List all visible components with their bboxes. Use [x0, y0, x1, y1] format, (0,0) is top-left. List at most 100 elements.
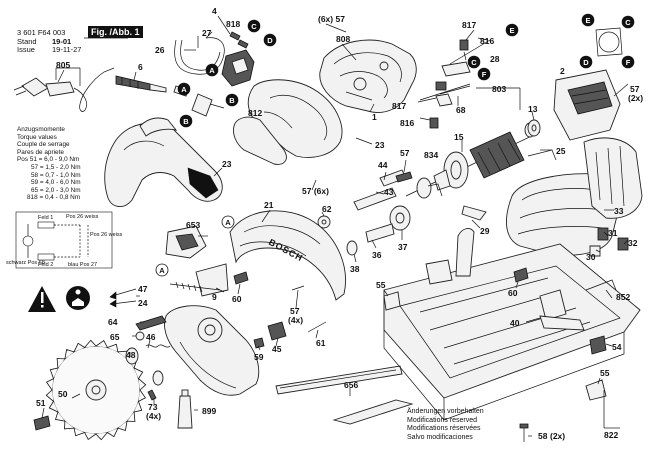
switch — [221, 49, 255, 87]
label-40: 40 — [510, 318, 520, 328]
label-30: 30 — [586, 252, 596, 262]
svg-text:C: C — [625, 18, 631, 27]
label-55-left: 55 — [376, 280, 386, 290]
part-number: 3 601 F64 003 — [17, 28, 66, 37]
grease-tube — [177, 389, 193, 429]
label-36: 36 — [372, 250, 382, 260]
screws-73 — [147, 389, 157, 401]
label-852: 852 — [616, 292, 630, 302]
label-32: 32 — [628, 238, 638, 248]
callout-f: F — [477, 67, 491, 81]
svg-text:B: B — [183, 117, 189, 126]
label-57-4x: 57 — [290, 306, 300, 316]
callout-a2: A — [205, 63, 219, 77]
callout-c: C — [247, 19, 261, 33]
label-48: 48 — [126, 350, 136, 360]
label-64: 64 — [108, 317, 118, 327]
wiring-schematic: Feld 1 Pos 26 weiss Pos 26 weiss schwarz… — [6, 211, 123, 269]
callout-e: E — [505, 23, 519, 37]
depth-bracket — [539, 279, 617, 321]
torque-value: 818 = 0,4 - 0,8 Nm — [27, 194, 81, 202]
handle-cover — [104, 117, 223, 207]
note-line: Modifications reserved — [407, 416, 478, 424]
label-822: 822 — [604, 430, 618, 440]
svg-text:A: A — [181, 85, 187, 94]
label-47: 47 — [138, 284, 148, 294]
svg-text:D: D — [267, 36, 273, 45]
torque-title-fr: Couple de serrage — [17, 141, 70, 149]
handle-housing — [233, 79, 343, 165]
svg-text:A: A — [225, 218, 231, 227]
label-803: 803 — [492, 84, 506, 94]
label-59: 59 — [254, 352, 264, 362]
label-1: 1 — [372, 112, 377, 122]
label-65: 65 — [110, 332, 120, 342]
label-50: 50 — [58, 389, 68, 399]
label-26: 26 — [155, 45, 165, 55]
label-31: 31 — [608, 228, 618, 238]
label-808: 808 — [336, 34, 350, 44]
label-25: 25 — [556, 146, 566, 156]
cord-protector — [115, 75, 167, 93]
label-817-b: 817 — [392, 101, 406, 111]
label-38: 38 — [350, 264, 360, 274]
label-29: 29 — [480, 226, 490, 236]
wiring-label: Feld 2 — [38, 262, 53, 268]
label-6: 6 — [138, 62, 143, 72]
wiring-label: blau Pos 27 — [68, 262, 97, 268]
label-818: 818 — [226, 19, 240, 29]
knob-45 — [253, 285, 305, 349]
clip-25 — [527, 149, 557, 161]
callout-a3: A — [221, 215, 235, 229]
label-656: 656 — [344, 380, 358, 390]
callout-letters: A B A B C D C E F E C D F A A — [155, 13, 635, 277]
torque-title-es: Pares de apriete — [17, 148, 64, 156]
base-plate — [383, 243, 641, 421]
callout-a: A — [177, 82, 191, 96]
torque-title-de: Anzugsmomente — [17, 126, 65, 133]
label-15: 15 — [454, 132, 464, 142]
torque-value: 58 = 0,7 - 1,0 Nm — [31, 171, 81, 179]
label-73: 73 — [148, 402, 158, 412]
label-58-2x: (2x) — [550, 431, 565, 441]
label-45: 45 — [272, 344, 282, 354]
callout-b: B — [179, 114, 193, 128]
wiring-label: schwarz Pos 68 — [6, 260, 45, 266]
label-73-4x: (4x) — [146, 411, 161, 421]
svg-text:A: A — [159, 266, 165, 275]
label-44: 44 — [378, 160, 388, 170]
fan — [416, 177, 443, 199]
label-55-right: 55 — [600, 368, 610, 378]
torque-value: 57 = 1,5 - 2,0 Nm — [31, 163, 81, 171]
svg-text:A: A — [209, 66, 215, 75]
label-805: 805 — [56, 60, 70, 70]
label-57-mid: 57 — [400, 148, 410, 158]
carbon-brushes — [589, 227, 629, 257]
label-51: 51 — [36, 398, 46, 408]
screws-818 — [229, 31, 249, 49]
label-899: 899 — [202, 406, 216, 416]
callout-c3: C — [621, 15, 635, 29]
svg-text:F: F — [626, 58, 631, 67]
bracket-29 — [461, 205, 487, 221]
clamping-bolt-51 — [33, 415, 51, 431]
stand-label: Stand — [17, 37, 37, 46]
bevel-segment — [425, 228, 475, 285]
svg-text:D: D — [583, 58, 589, 67]
saw-blade — [45, 339, 147, 441]
label-23-right: 23 — [375, 140, 385, 150]
label-13: 13 — [528, 104, 538, 114]
callout-a4: A — [155, 263, 169, 277]
small-parts — [383, 267, 607, 401]
note-line: Änderungen vorbehalten — [407, 408, 484, 415]
leader-lines — [41, 15, 629, 437]
issue-value: 19-11-27 — [52, 45, 82, 54]
callout-b2: B — [225, 93, 239, 107]
label-62: 62 — [322, 204, 332, 214]
pin-61 — [307, 321, 327, 333]
svg-text:E: E — [509, 26, 514, 35]
wiring-label: Pos 26 weiss — [66, 214, 99, 220]
label-2x: (2x) — [628, 93, 643, 103]
motor-housing — [319, 39, 417, 113]
torque-value: 65 = 2,0 - 3,0 Nm — [31, 186, 81, 194]
